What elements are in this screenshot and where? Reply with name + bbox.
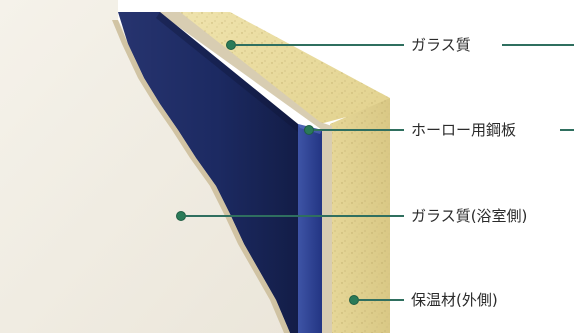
glass-outer-marker-dot: [226, 40, 236, 50]
glass-inner-label: ガラス質(浴室側): [411, 207, 528, 225]
bathroom-glass-surface: [0, 0, 300, 333]
glass-inner-marker-dot: [176, 211, 186, 221]
steel-plate-label: ホーロー用鋼板: [411, 121, 517, 139]
enamel-steel-edge: [298, 124, 322, 333]
insulation-marker-dot: [349, 295, 359, 305]
steel-plate-tail-line: [560, 129, 574, 131]
insulation-label: 保温材(外側): [411, 291, 498, 309]
enamel-steel-face: [118, 12, 298, 333]
steel-plate-leader-line: [314, 129, 404, 131]
glass-inner-leader-line: [186, 215, 404, 217]
insulation-leader-line: [359, 299, 404, 301]
glass-outer-label: ガラス質: [411, 36, 471, 54]
glass-outer-leader-line: [236, 44, 404, 46]
steel-plate-marker-dot: [304, 125, 314, 135]
glass-outer-tail-line: [502, 44, 574, 46]
